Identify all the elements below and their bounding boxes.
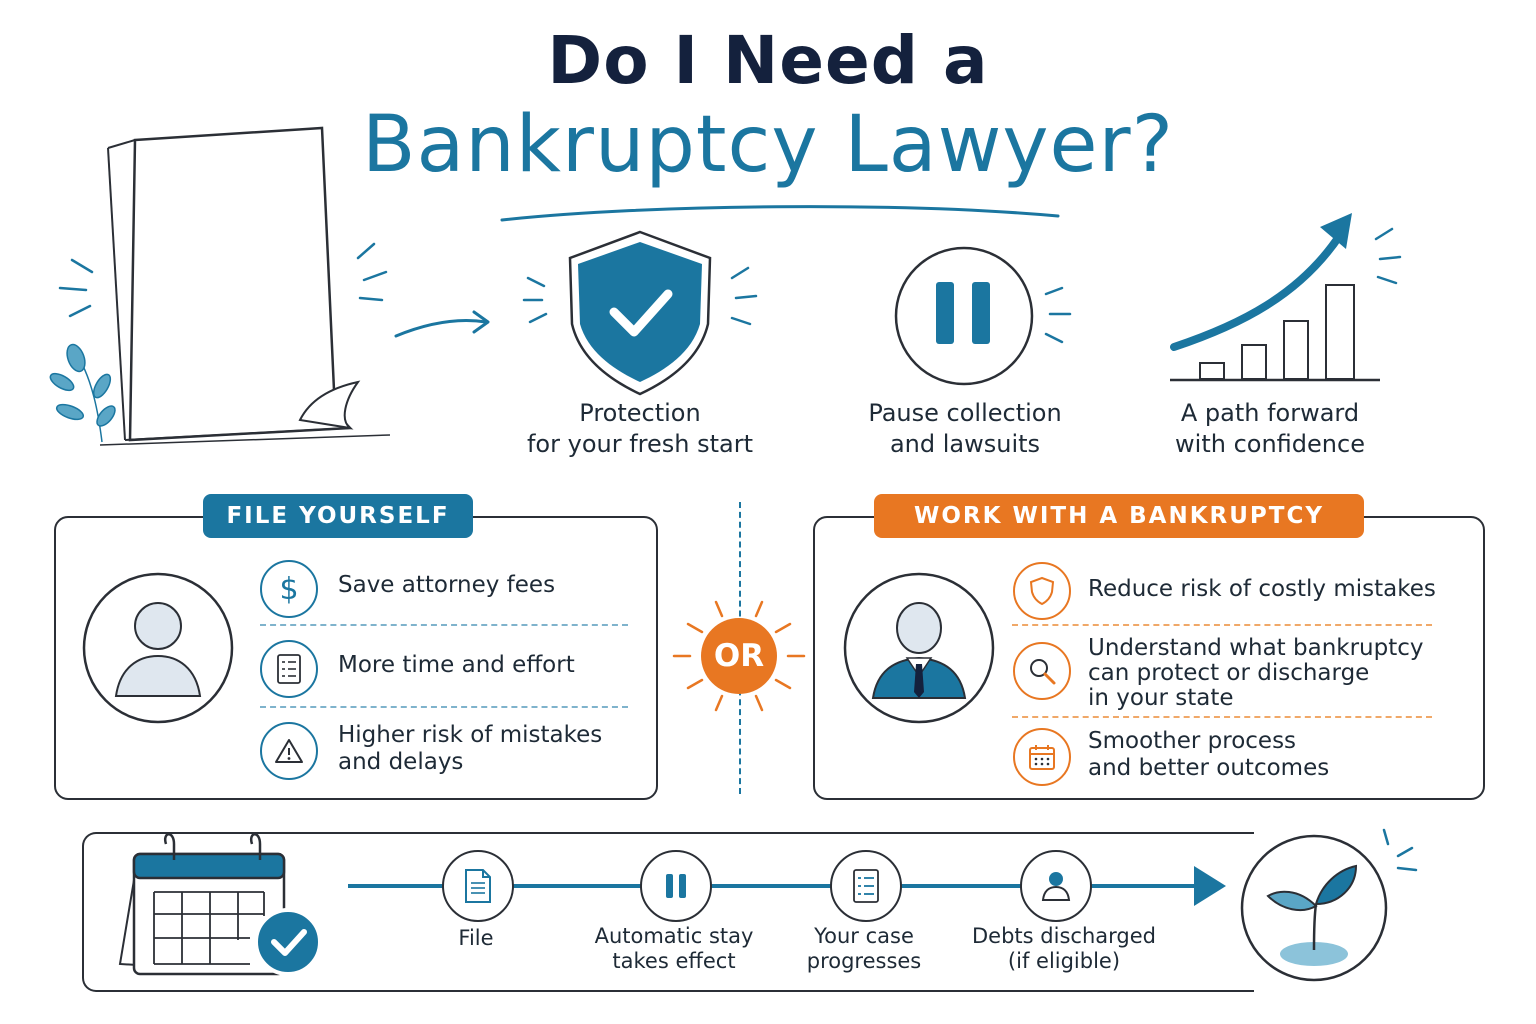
lawyer-item: Reduce risk of costly mistakes (1088, 576, 1468, 603)
benefit-protection-label: Protection for your fresh start (500, 398, 780, 460)
checklist-icon (260, 640, 318, 698)
file-yourself-item: Save attorney fees (338, 572, 638, 599)
timeline-step-label: Automatic stay takes effect (584, 924, 764, 974)
lawyer-item: Smoother process and better outcomes (1088, 728, 1468, 782)
person-avatar (82, 572, 234, 724)
warning-icon (260, 722, 318, 780)
benefit-label-line: for your fresh start (526, 430, 754, 458)
item-text: in your state (1088, 685, 1234, 711)
benefit-label-line: A path forward (1180, 399, 1360, 427)
pause-icon (640, 850, 712, 922)
item-text: and delays (338, 749, 464, 775)
timeline-step-label: Your case progresses (784, 924, 944, 974)
item-text: More time and effort (338, 652, 575, 678)
item-text: Higher risk of mistakes (338, 722, 603, 748)
benefit-label-line: Protection (579, 399, 701, 427)
calendar-check-illustration (118, 833, 322, 976)
divider (260, 706, 628, 708)
item-text: Reduce risk of costly mistakes (1088, 576, 1436, 602)
timeline-arrow-icon (1194, 866, 1226, 906)
lawyer-avatar (843, 572, 995, 724)
title-line-2: Bankruptcy Lawyer? (361, 100, 1174, 190)
dollar-icon: $ (260, 560, 318, 618)
step-text: progresses (806, 949, 922, 973)
step-text: Automatic stay (594, 924, 754, 948)
step-text: File (458, 926, 494, 950)
growth-chart-icon (1170, 213, 1402, 382)
step-text: (if eligible) (1007, 949, 1121, 973)
file-yourself-item: More time and effort (338, 652, 638, 679)
item-text: Save attorney fees (338, 572, 556, 598)
divider (260, 624, 628, 626)
benefit-label-line: and lawsuits (889, 430, 1041, 458)
benefit-path-forward (1160, 205, 1410, 390)
or-burst (672, 600, 806, 712)
step-text: Your case (814, 924, 914, 948)
benefit-path-forward-label: A path forward with confidence (1140, 398, 1400, 460)
divider (1012, 716, 1432, 718)
benefit-pause-label: Pause collection and lawsuits (840, 398, 1090, 460)
benefit-pause (890, 244, 1090, 388)
step-text: takes effect (612, 949, 736, 973)
item-text: Understand what bankruptcy (1088, 635, 1424, 661)
magnifier-icon (1013, 642, 1071, 700)
lawyer-item: Understand what bankruptcy can protect o… (1088, 636, 1468, 711)
person-icon (1020, 850, 1092, 922)
shield-icon (1013, 562, 1071, 620)
lawyer-panel (813, 516, 1485, 800)
file-yourself-tag: FILE YOURSELF (203, 494, 473, 538)
benefit-protection (520, 228, 760, 398)
file-yourself-item: Higher risk of mistakes and delays (338, 722, 638, 776)
timeline-line (348, 884, 1208, 888)
benefit-label-line: with confidence (1175, 430, 1365, 458)
item-text: Smoother process (1088, 728, 1297, 754)
document-illustration (49, 126, 391, 446)
timeline-step-label: File (396, 926, 556, 951)
timeline-step-label: Debts discharged (if eligible) (969, 924, 1159, 974)
item-text: can protect or discharge (1088, 660, 1370, 686)
item-text: and better outcomes (1088, 755, 1330, 781)
timeline-panel (82, 832, 1254, 992)
checklist-icon (830, 850, 902, 922)
document-icon (442, 850, 514, 922)
title-underline (500, 205, 1060, 222)
step-text: Debts discharged (972, 924, 1156, 948)
shield-check-icon (522, 230, 758, 396)
arrow-right-icon (394, 310, 490, 338)
calendar-icon (1013, 728, 1071, 786)
benefit-label-line: Pause collection (868, 399, 1062, 427)
title-line-1: Do I Need a (547, 22, 989, 99)
lawyer-tag: WORK WITH A BANKRUPTCY LAWYER (874, 494, 1364, 573)
divider (1012, 624, 1432, 626)
sprout-icon (1240, 828, 1418, 982)
or-label: OR (713, 638, 765, 674)
pause-icon (894, 246, 1072, 386)
